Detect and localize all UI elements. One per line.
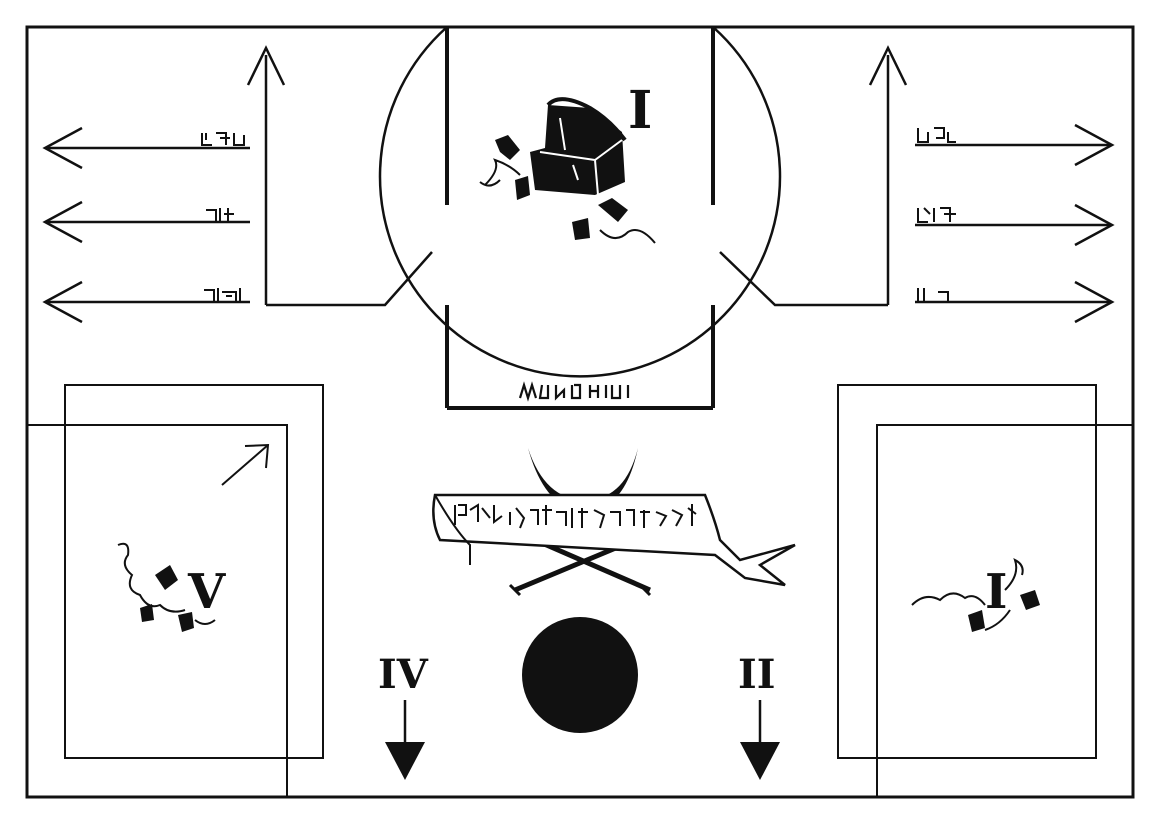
right-room-vine-icon [911, 558, 1040, 632]
room-left-numeral: V [187, 564, 226, 620]
central-corridor [445, 27, 715, 410]
exit-right-numeral: II [738, 651, 775, 698]
treasure-chest-icon[interactable] [479, 97, 656, 244]
exit-left-arrow[interactable] [385, 700, 425, 780]
crossed-swords-crescent-emblem-icon [432, 448, 796, 597]
outer-wall [25, 25, 1135, 799]
left-exit-arrows[interactable] [42, 126, 250, 324]
black-circle-pit-icon[interactable] [522, 617, 638, 733]
right-wing-walls [719, 55, 890, 307]
left-wing-walls [264, 55, 433, 307]
room-top-numeral: I [628, 80, 652, 141]
up-arrow-left[interactable] [246, 45, 286, 86]
exit-left-numeral: IV [378, 651, 429, 698]
room-right[interactable] [837, 384, 1133, 797]
diagonal-arrow-icon[interactable] [221, 443, 270, 486]
left-room-vine-icon [117, 542, 216, 632]
exit-right-arrow[interactable] [740, 700, 780, 780]
left-arrow-runes [201, 132, 245, 302]
room-left[interactable] [27, 384, 324, 797]
banner-rune-text [454, 503, 697, 529]
room-right-numeral: I [985, 564, 1007, 620]
right-arrow-runes [917, 127, 956, 303]
up-arrow-right[interactable] [868, 45, 908, 86]
round-chamber[interactable] [378, 26, 782, 378]
corridor-rune-label [518, 381, 630, 402]
